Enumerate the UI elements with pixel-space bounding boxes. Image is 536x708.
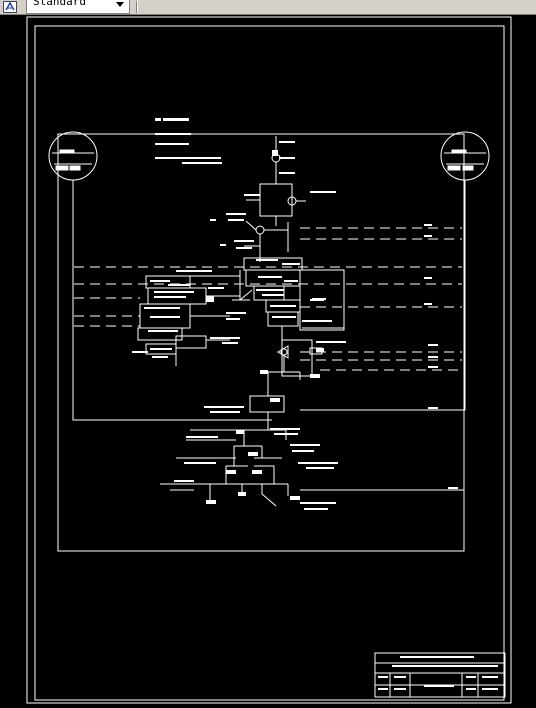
text-style-dropdown[interactable]: Standard: [26, 0, 130, 14]
mid-exchanger-labels: [204, 341, 346, 413]
left-cluster-labels: [132, 270, 246, 358]
title-block-text: [378, 656, 498, 690]
text-style-value: Standard: [33, 0, 86, 8]
left-equipment-cluster: [137, 275, 240, 366]
dashed-signal-lines: [74, 227, 462, 371]
sheet-frame: [26, 16, 512, 704]
drawing-toolbar: Standard: [0, 0, 536, 15]
toolbar-separator: [136, 1, 138, 13]
right-connector-box: [299, 269, 345, 331]
right-box-labels: [302, 298, 332, 322]
text-style-icon[interactable]: [1, 0, 19, 14]
vessel-return-lines: [72, 180, 466, 421]
lower-tree-labels: [174, 428, 458, 510]
chevron-down-icon[interactable]: [116, 2, 124, 7]
dashed-line-labels: [424, 224, 438, 409]
vessel-left: [48, 131, 98, 181]
drawing-canvas[interactable]: [0, 15, 536, 708]
upper-trunk-labels: [210, 141, 336, 249]
drawing-notes: [155, 118, 222, 164]
